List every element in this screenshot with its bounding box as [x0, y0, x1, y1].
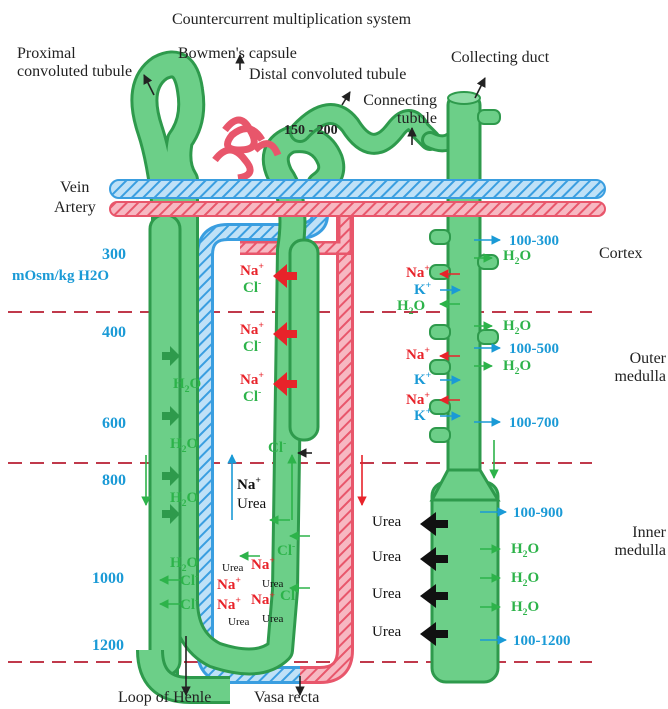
- cluster-na-1: Na+: [251, 557, 275, 573]
- osm-level-800: 800: [102, 473, 126, 489]
- diagram-title: Countercurrent multiplication system: [172, 12, 411, 28]
- vein-artery: [110, 180, 605, 216]
- duct-h2o-1: H2O: [503, 248, 531, 264]
- h2o-3: H2O: [170, 490, 198, 506]
- duct-urea-3: Urea: [372, 586, 401, 602]
- osm-level-1000: 1000: [92, 571, 124, 587]
- duct-h2o-2: H2O: [397, 298, 425, 314]
- vasa-na: Na+: [237, 477, 261, 493]
- cluster-na-3: Na+: [217, 597, 241, 613]
- cluster-na-2: Na+: [217, 577, 241, 593]
- osm-level-1200: 1200: [92, 638, 124, 654]
- label-distal-tubule: Distal convoluted tubule: [249, 67, 406, 83]
- duct-h2o-5: H2O: [511, 541, 539, 557]
- zone-inner-medulla: Inner medulla: [604, 524, 666, 560]
- osm-level-300: 300: [102, 247, 126, 263]
- ion-na-3: Na+: [240, 372, 264, 388]
- duct-value-1: 100-300: [509, 233, 559, 249]
- duct-urea-2: Urea: [372, 549, 401, 565]
- label-collecting-duct: Collecting duct: [451, 50, 549, 66]
- duct-h2o-6: H2O: [511, 570, 539, 586]
- duct-h2o-4: H2O: [503, 358, 531, 374]
- duct-na-2: Na+: [406, 347, 430, 363]
- cluster-cl-1: Cl-: [277, 543, 295, 559]
- osm-level-400: 400: [102, 325, 126, 341]
- ion-cl-6: Cl-: [180, 597, 198, 613]
- duct-k-3: K+: [414, 408, 431, 424]
- label-proximal-tubule: Proximal convoluted tubule: [17, 45, 147, 81]
- label-loop-of-henle: Loop of Henle: [118, 690, 211, 706]
- duct-value-5: 100-1200: [513, 633, 571, 649]
- ion-na-2: Na+: [240, 322, 264, 338]
- ion-cl-5: Cl-: [180, 573, 198, 589]
- ion-na-1: Na+: [240, 263, 264, 279]
- label-vasa-recta: Vasa recta: [254, 690, 319, 706]
- cluster-urea-3: Urea: [228, 614, 249, 630]
- cluster-urea-4: Urea: [262, 611, 283, 627]
- vasa-urea: Urea: [237, 496, 266, 512]
- duct-value-2: 100-500: [509, 341, 559, 357]
- cluster-na-4: Na+: [251, 592, 275, 608]
- duct-urea-4: Urea: [372, 624, 401, 640]
- label-vein: Vein: [60, 180, 89, 196]
- label-dct-range: 150 - 200: [284, 123, 338, 139]
- h2o-2: H2O: [170, 436, 198, 452]
- duct-urea-1: Urea: [372, 514, 401, 530]
- h2o-1: H2O: [173, 376, 201, 392]
- zone-outer-medulla: Outer medulla: [600, 350, 666, 386]
- duct-h2o-7: H2O: [511, 599, 539, 615]
- duct-h2o-3: H2O: [503, 318, 531, 334]
- cluster-urea-1: Urea: [222, 560, 243, 576]
- osm-level-600: 600: [102, 416, 126, 432]
- duct-na-1: Na+: [406, 265, 430, 281]
- zone-cortex: Cortex: [599, 246, 643, 262]
- label-artery: Artery: [54, 200, 96, 216]
- duct-value-3: 100-700: [509, 415, 559, 431]
- ion-cl-2: Cl-: [243, 339, 261, 355]
- osm-unit: mOsm/kg H2O: [12, 268, 109, 284]
- duct-k-2: K+: [414, 372, 431, 388]
- ion-cl-3: Cl-: [243, 389, 261, 405]
- label-connecting-tubule: Connecting tubule: [355, 92, 437, 128]
- h2o-4: H2O: [170, 555, 198, 571]
- label-bowmans-capsule: Bowmen's capsule: [178, 46, 297, 62]
- ion-cl-1: Cl-: [243, 280, 261, 296]
- ion-cl-4: Cl-: [268, 440, 286, 456]
- cluster-cl-2: Cl-: [280, 588, 298, 604]
- duct-k-1: K+: [414, 282, 431, 298]
- duct-value-4: 100-900: [513, 505, 563, 521]
